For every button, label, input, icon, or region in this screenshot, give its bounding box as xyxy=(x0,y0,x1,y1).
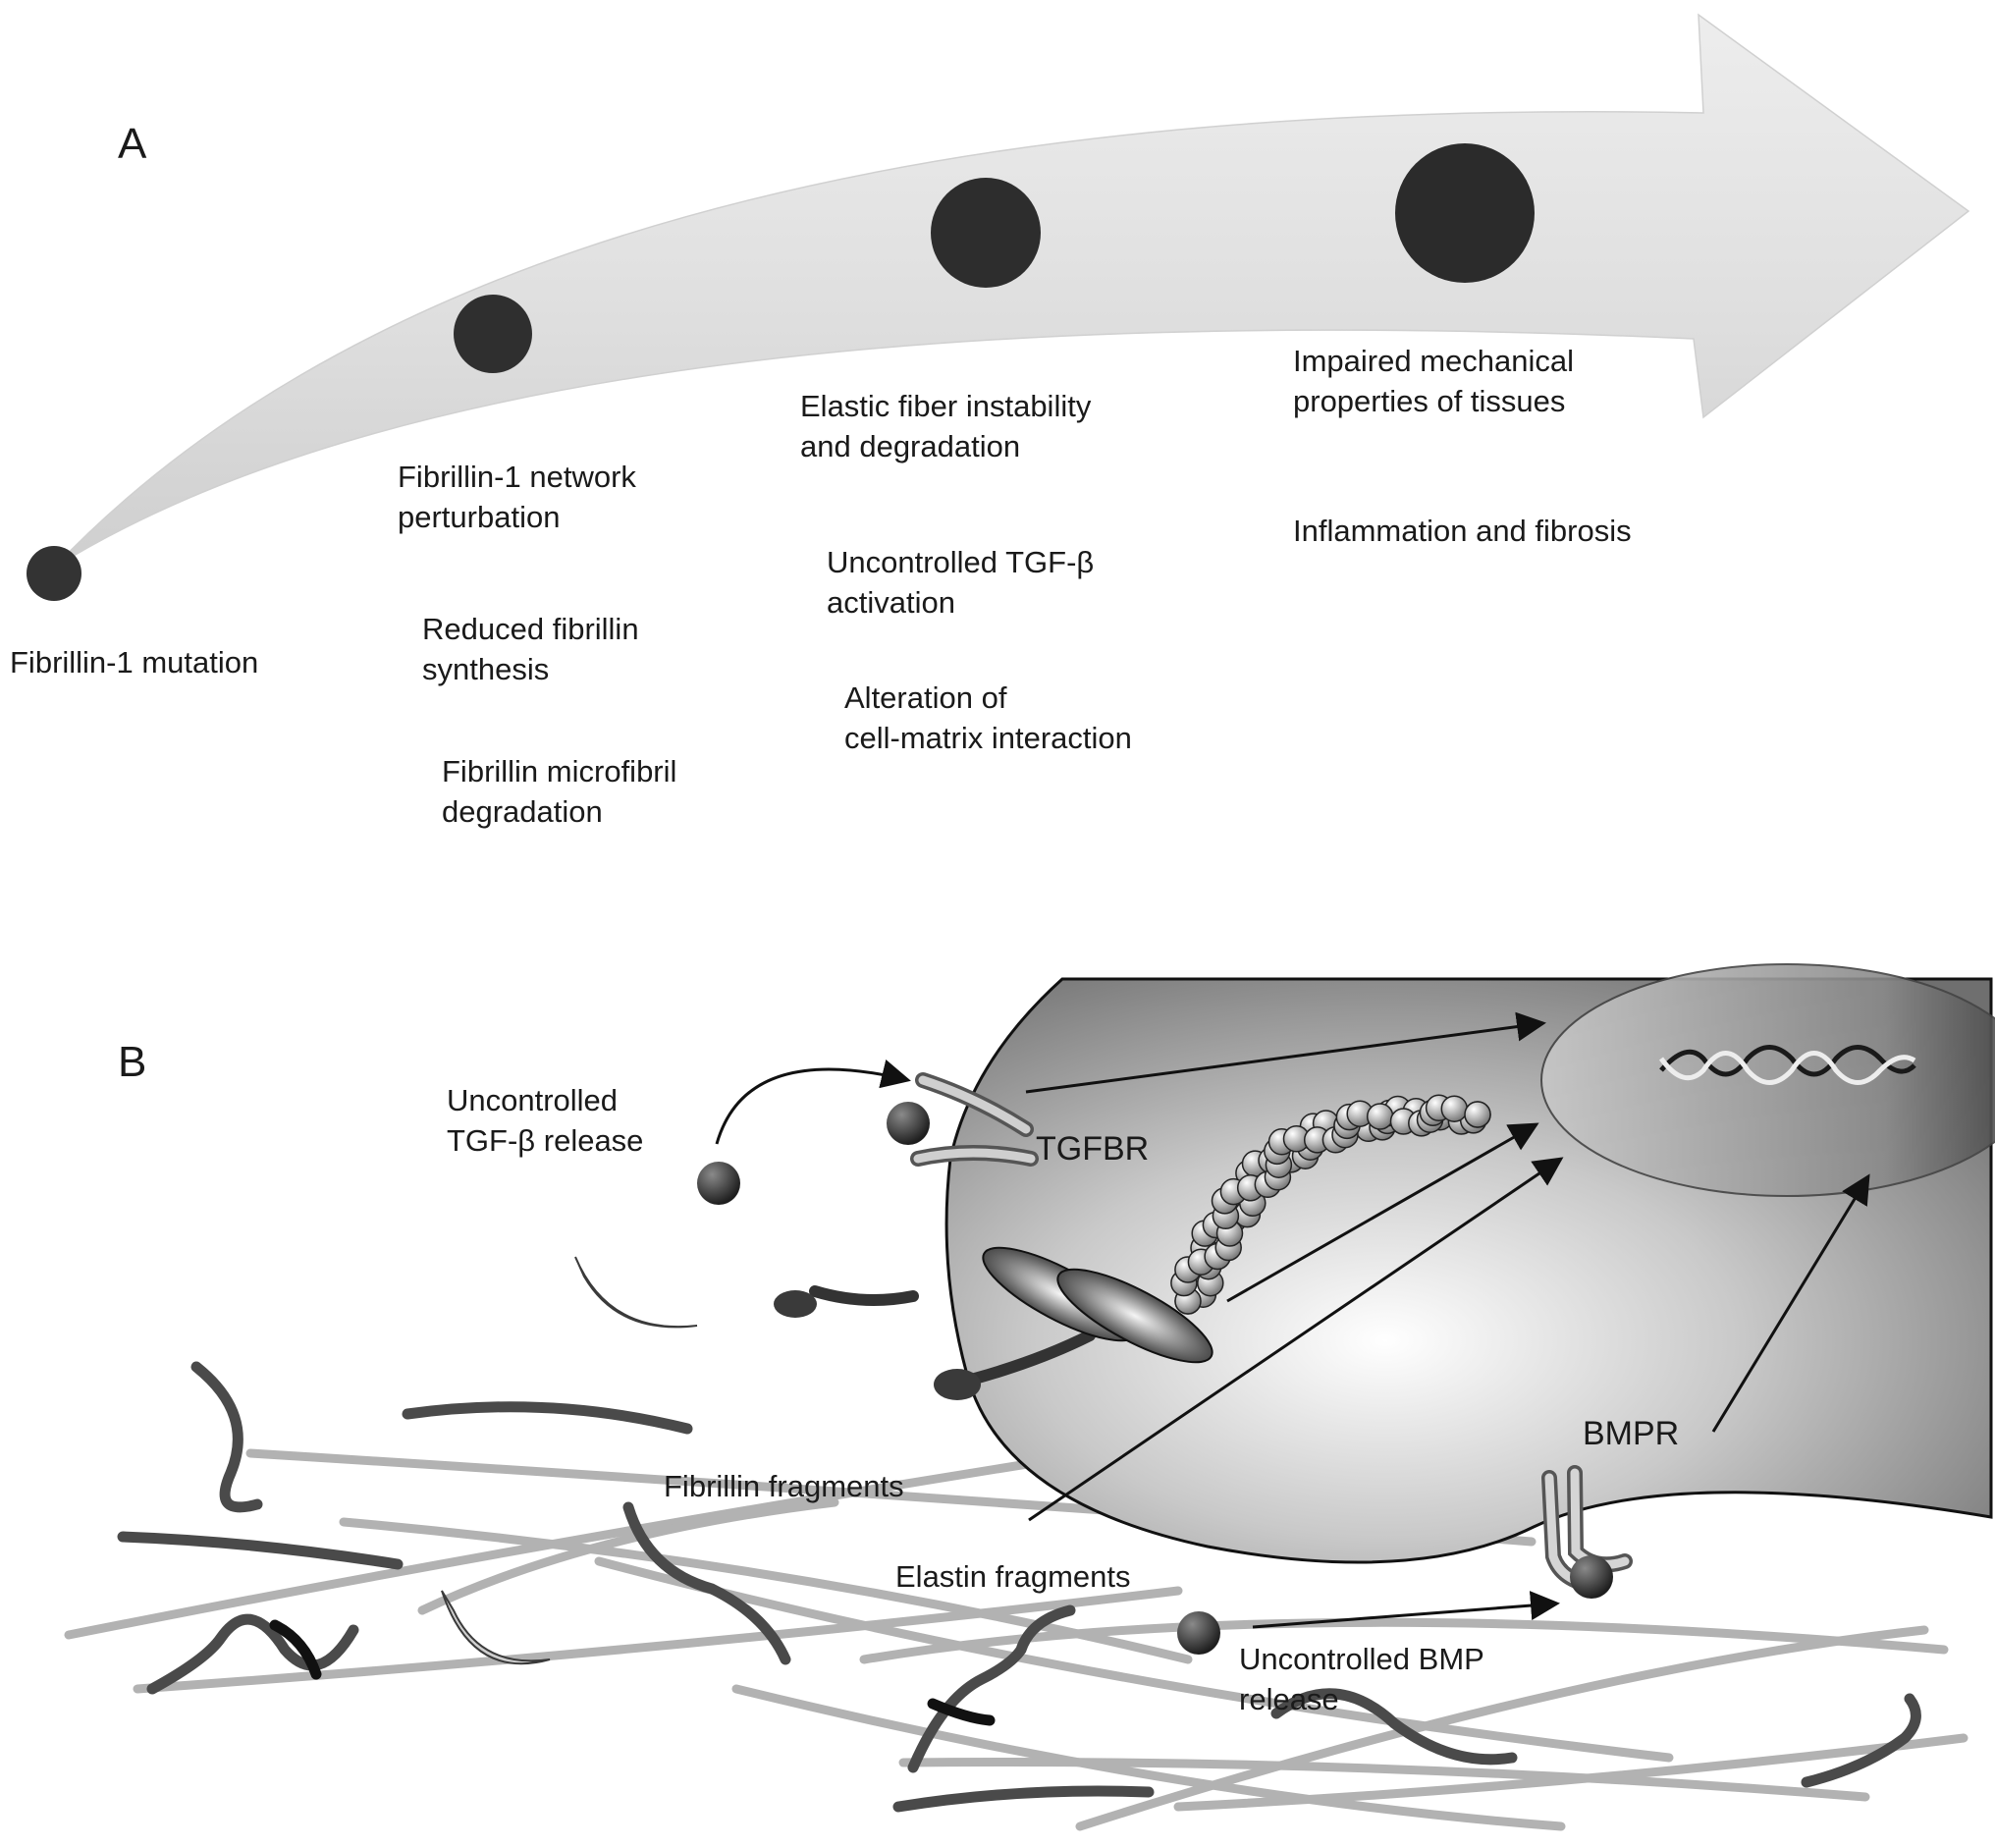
label-bmpr: BMPR xyxy=(1583,1415,1680,1452)
signaling-arrows xyxy=(715,1011,1870,1629)
step-label-impaired-mechanical-properties: Impaired mechanical properties of tissue… xyxy=(1293,344,1575,418)
integrin-complex xyxy=(774,1246,1213,1400)
step-label-microfibril-degradation: Fibrillin microfibril degradation xyxy=(442,754,677,829)
fiber-fragment xyxy=(269,1619,322,1680)
label-elastin-fragments: Elastin fragments xyxy=(895,1559,1131,1594)
tgfbr-receptor xyxy=(887,1072,1039,1167)
label-tgfb-release: Uncontrolled TGF-β release xyxy=(447,1083,644,1158)
arrow-tgfbr-to-nucleus xyxy=(1025,1011,1546,1094)
fiber-fragment xyxy=(907,1604,1076,1773)
step-label-elastic-fiber-instability: Elastic fiber instability and degradatio… xyxy=(800,389,1092,463)
label-tgfbr: TGFBR xyxy=(1036,1130,1150,1168)
stage-node-3 xyxy=(931,178,1041,288)
stage-node-4 xyxy=(1395,143,1535,283)
arrow-integrin-to-nucleus xyxy=(1226,1122,1539,1303)
fiber-fragment xyxy=(1270,1688,1518,1766)
step-label-cell-matrix-interaction: Alteration of cell-matrix interaction xyxy=(844,680,1132,755)
elastin-crescent xyxy=(441,1590,551,1665)
label-bmp-release: Uncontrolled BMP release xyxy=(1239,1642,1484,1716)
bmp-ligand-free xyxy=(1177,1611,1220,1655)
microfibril-bead xyxy=(1366,1103,1394,1130)
tgfb-ligand-bound xyxy=(887,1102,930,1145)
fiber-fragment xyxy=(402,1401,693,1435)
stage-node-2 xyxy=(454,295,532,373)
fiber-fragment xyxy=(1801,1693,1921,1788)
step-label-fibrillin-1-mutation: Fibrillin-1 mutation xyxy=(10,645,259,679)
arrow-bmp-to-receptor xyxy=(1252,1591,1560,1629)
progression-arrow xyxy=(53,13,1970,569)
microfibril-bead xyxy=(1464,1101,1491,1128)
bmpr-receptor xyxy=(1541,1465,1633,1599)
elastin-fragments xyxy=(441,1256,698,1665)
fiber-fragment xyxy=(146,1613,359,1695)
arrow-tgfb-to-receptor xyxy=(715,1060,911,1145)
cell xyxy=(944,963,1995,1564)
arrow-matrix-to-nucleus xyxy=(1028,1157,1564,1522)
fiber-fragment xyxy=(892,1785,1155,1813)
bmp-ligand-bound xyxy=(1570,1555,1613,1599)
stage-node-1 xyxy=(27,546,81,601)
fiber-fragment xyxy=(117,1531,404,1570)
stage-nodes xyxy=(27,143,1535,601)
fiber-fragment xyxy=(927,1698,996,1726)
label-fibrillin-fragments: Fibrillin fragments xyxy=(664,1469,904,1503)
arrow-bmpr-to-nucleus xyxy=(1711,1173,1870,1433)
step-label-network-perturbation: Fibrillin-1 network perturbation xyxy=(398,460,636,534)
dna-icon xyxy=(1658,1045,1916,1085)
fibrillin-microfibril xyxy=(1170,1094,1491,1315)
panel-letter-b: B xyxy=(118,1038,147,1086)
step-label-tgfb-activation: Uncontrolled TGF-β activation xyxy=(827,545,1095,620)
step-label-inflammation-fibrosis: Inflammation and fibrosis xyxy=(1293,514,1632,548)
tgfb-ligand-free xyxy=(697,1162,740,1205)
step-label-reduced-synthesis: Reduced fibrillin synthesis xyxy=(422,612,639,686)
microfibril-bead xyxy=(1440,1095,1469,1122)
fiber-fragment xyxy=(190,1361,263,1513)
panel-letter-a: A xyxy=(118,120,147,168)
fiber-fragment xyxy=(622,1501,791,1665)
elastin-crescent xyxy=(574,1256,698,1329)
